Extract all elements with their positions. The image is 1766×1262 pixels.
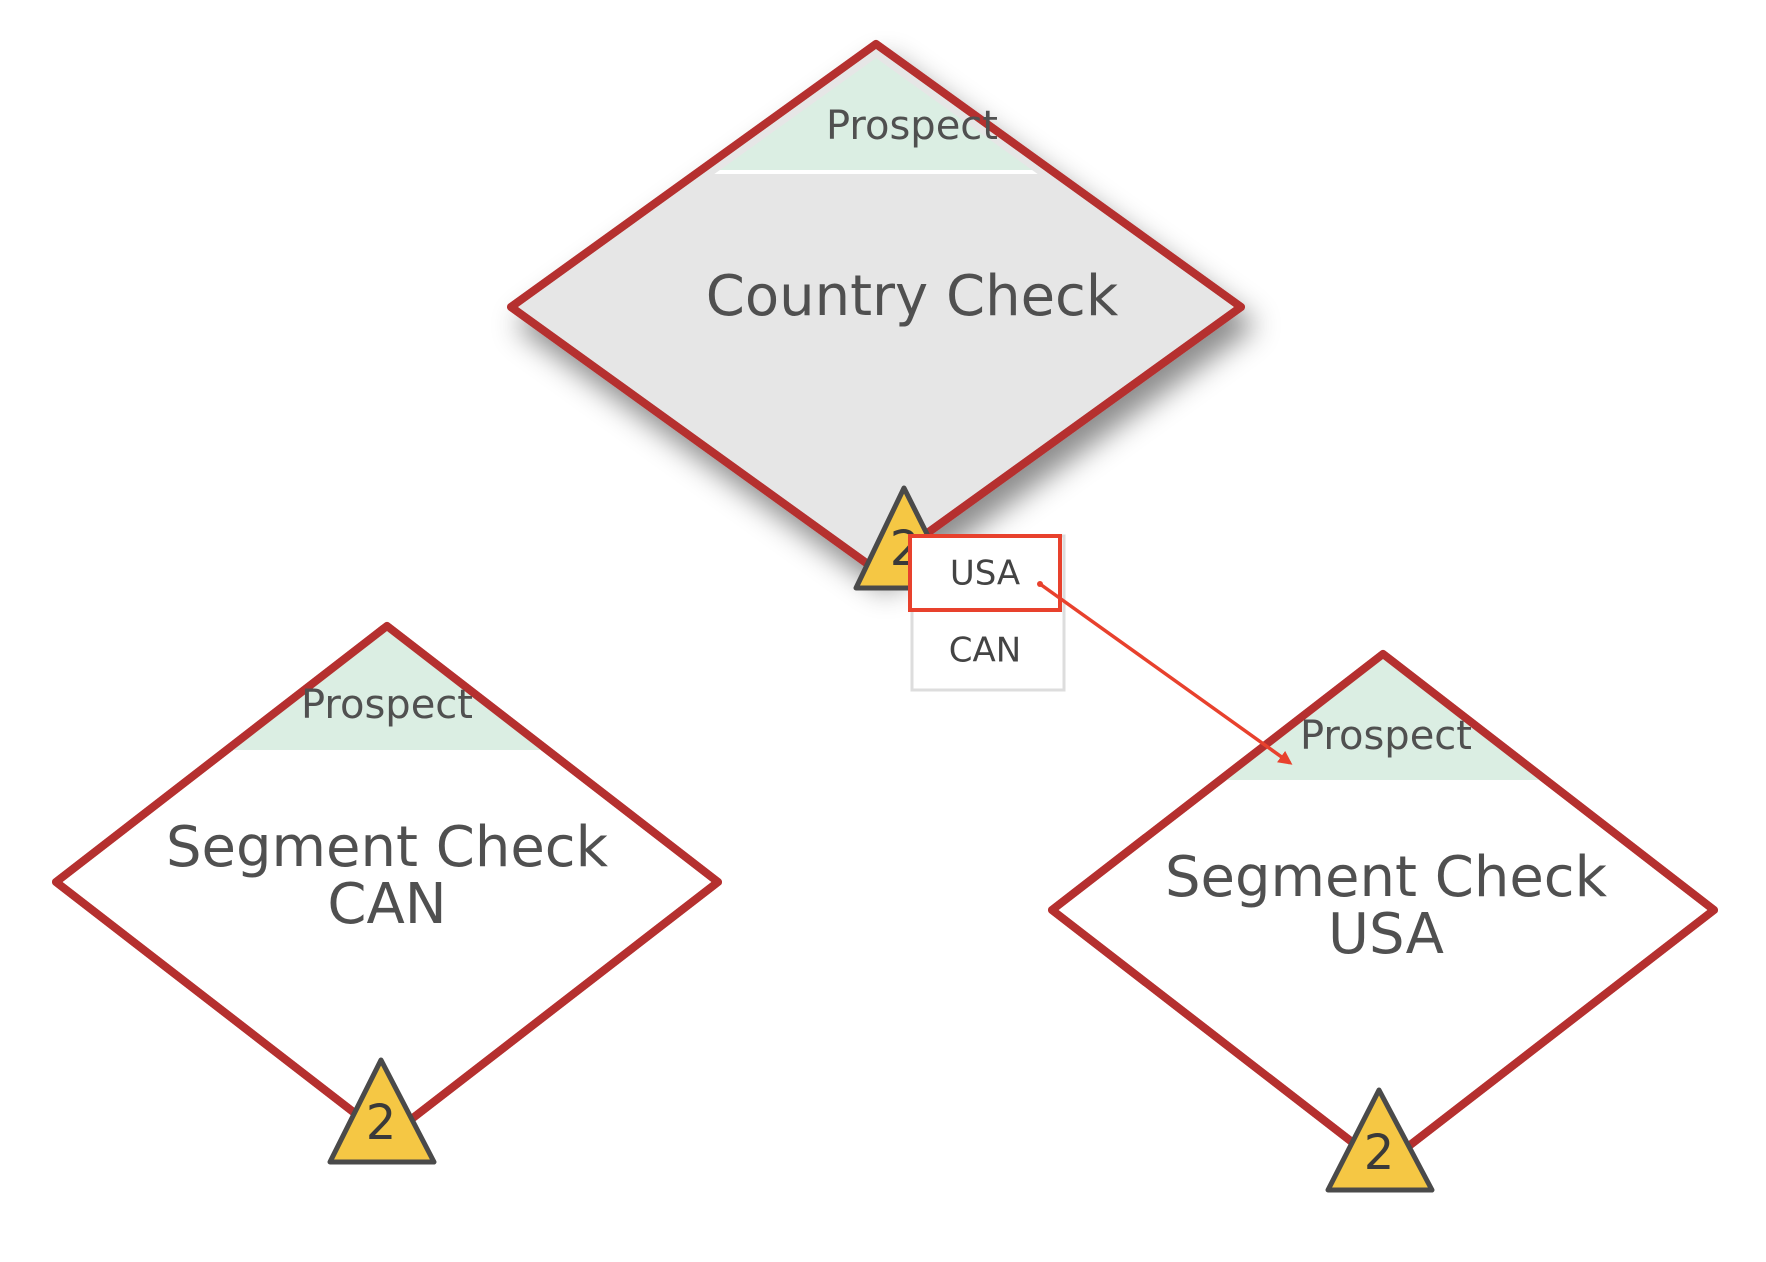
branch-option-can-label: CAN (949, 631, 1021, 671)
node-segment-check-usa-category: Prospect (1300, 713, 1472, 759)
node-segment-check-can-badge-icon: 2 (327, 1057, 437, 1165)
node-segment-check-can[interactable]: Prospect Segment Check CAN 2 (40, 620, 740, 1165)
node-segment-check-usa-title-line1: Segment Check (1165, 845, 1608, 910)
node-segment-check-can-category: Prospect (301, 682, 473, 728)
node-country-check[interactable]: Prospect Country Check 2 (500, 40, 1260, 591)
node-segment-check-can-title-line1: Segment Check (166, 815, 609, 880)
connector-handle[interactable] (1037, 581, 1043, 587)
node-segment-check-can-badge: 2 (366, 1095, 397, 1151)
branch-connector-arrow[interactable] (1038, 582, 1293, 765)
node-segment-check-usa-badge: 2 (1364, 1125, 1395, 1181)
node-segment-check-usa-badge-icon: 2 (1325, 1087, 1435, 1193)
node-country-check-title: Country Check (706, 264, 1119, 329)
branch-option-usa-label: USA (950, 554, 1020, 594)
branch-option-usa[interactable]: USA (908, 534, 1062, 612)
node-segment-check-usa-title-line2: USA (1328, 902, 1444, 967)
branch-option-can[interactable]: CAN (949, 631, 1021, 671)
node-country-check-category: Prospect (826, 103, 998, 149)
branch-menu: USA CAN (908, 534, 1066, 692)
node-segment-check-usa[interactable]: Prospect Segment Check USA 2 (1040, 650, 1740, 1193)
node-segment-check-can-title-line2: CAN (327, 872, 446, 937)
